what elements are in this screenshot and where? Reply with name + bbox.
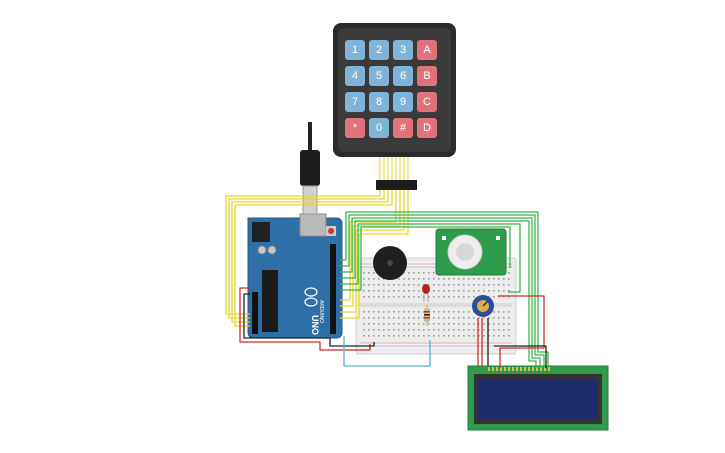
atmega-chip (262, 270, 278, 332)
arduino-brand-label: ARDUINO (318, 300, 324, 323)
keypad-key[interactable]: * (345, 118, 365, 138)
wires (225, 190, 549, 368)
keypad-key-label: 6 (400, 70, 406, 82)
power-jack (252, 222, 270, 242)
resistor[interactable] (424, 305, 430, 326)
keypad-key[interactable]: 3 (393, 40, 413, 60)
red-led[interactable] (422, 284, 430, 302)
keypad-key-label: 2 (376, 44, 382, 56)
keypad-key[interactable]: C (417, 92, 437, 112)
arduino-model-label: UNO (310, 315, 320, 335)
keypad-key[interactable]: 7 (345, 92, 365, 112)
keypad-key[interactable]: 5 (369, 66, 389, 86)
keypad-key[interactable]: 6 (393, 66, 413, 86)
keypad-key-label: 9 (400, 96, 406, 108)
keypad-key-label: A (423, 44, 431, 56)
keypad-key[interactable]: 4 (345, 66, 365, 86)
keypad-key[interactable]: D (417, 118, 437, 138)
keypad-key[interactable]: B (417, 66, 437, 86)
lcd-16x2-display[interactable] (467, 365, 609, 431)
keypad-key-label: C (423, 96, 431, 108)
keypad-key-label: 0 (376, 122, 382, 134)
arduino-uno-board[interactable]: ARDUINO UNO (247, 213, 343, 339)
keypad-4x4[interactable]: 1 2 3 A 4 5 6 B 7 8 9 C * 0 # D (333, 23, 456, 190)
arduino-logo (304, 287, 318, 307)
keypad-key-label: D (423, 122, 431, 134)
keypad-key-label: 3 (400, 44, 406, 56)
usb-port (299, 213, 327, 237)
keypad-key-label: 5 (376, 70, 382, 82)
keypad-connector (376, 180, 417, 190)
keypad-key[interactable]: 0 (369, 118, 389, 138)
keypad-key-label: # (400, 122, 407, 134)
keypad-key-label: 8 (376, 96, 382, 108)
keypad-key[interactable]: 2 (369, 40, 389, 60)
keypad-key[interactable]: A (417, 40, 437, 60)
keypad-key[interactable]: 9 (393, 92, 413, 112)
usb-cable[interactable] (300, 122, 320, 215)
keypad-key[interactable]: # (393, 118, 413, 138)
piezo-buzzer[interactable] (373, 246, 407, 280)
keypad-key-label: B (423, 70, 430, 82)
keypad-key-label: 1 (352, 44, 358, 56)
keypad-key[interactable]: 1 (345, 40, 365, 60)
potentiometer[interactable] (472, 295, 494, 317)
keypad-key-label: * (353, 122, 358, 134)
keypad-key-label: 4 (352, 70, 358, 82)
pir-motion-sensor[interactable] (435, 228, 507, 276)
keypad-key-label: 7 (352, 96, 358, 108)
lcd-screen (478, 379, 598, 419)
keypad-ribbon-cable (379, 157, 409, 180)
keypad-key[interactable]: 8 (369, 92, 389, 112)
